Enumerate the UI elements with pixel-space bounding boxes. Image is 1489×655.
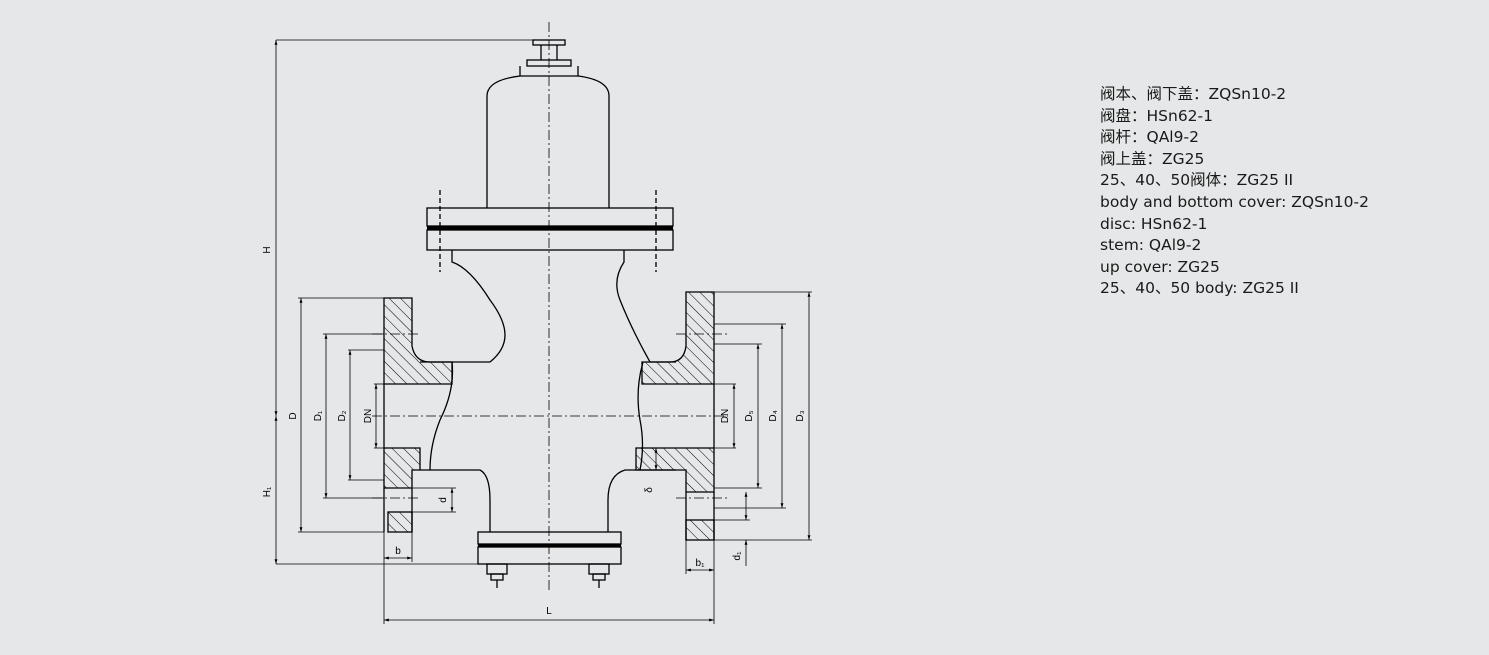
label-b1: b₁ [696, 558, 706, 569]
material-item: body and bottom cover: ZQSn10-2 [1100, 192, 1369, 211]
label-DN-right: DN [720, 409, 731, 423]
material-item: 阀盘：HSn62-1 [1100, 106, 1213, 125]
label-L: L [546, 606, 552, 617]
label-d: d [438, 497, 449, 503]
label-D4: D₄ [768, 410, 779, 421]
material-item: disc: HSn62-1 [1100, 214, 1208, 233]
center-lines [372, 22, 728, 590]
materials-list: 阀本、阀下盖：ZQSn10-2 阀盘：HSn62-1 阀杆：QAl9-2 阀上盖… [1100, 84, 1369, 300]
material-item: up cover: ZG25 [1100, 257, 1220, 276]
material-item: 25、40、50 body: ZG25 II [1100, 279, 1299, 298]
flange-outlines [383, 384, 715, 540]
dimension-lines [274, 39, 812, 624]
dimension-labels: H H₁ D D₁ D₂ DN DN D₅ D₄ D₃ b b₁ d d₁ δ … [262, 246, 806, 617]
label-H1: H₁ [262, 486, 273, 497]
label-d1: d₁ [732, 551, 743, 561]
label-DN-left: DN [363, 409, 374, 423]
valve-outline [420, 39, 676, 588]
label-H: H [262, 246, 273, 253]
label-D: D [288, 412, 299, 419]
material-item: 阀本、阀下盖：ZQSn10-2 [1100, 85, 1287, 103]
material-item: stem: QAl9-2 [1100, 236, 1202, 255]
material-item: 阀上盖：ZG25 [1100, 149, 1205, 168]
label-D3: D₃ [795, 410, 806, 421]
label-D1: D₁ [313, 410, 324, 421]
material-item: 25、40、50阀体：ZG25 II [1100, 171, 1294, 190]
label-D5: D₅ [744, 410, 755, 421]
material-item: 阀杆：QAl9-2 [1100, 128, 1199, 147]
label-delta: δ [644, 487, 655, 493]
label-b: b [395, 546, 401, 557]
label-D2: D₂ [337, 410, 348, 421]
